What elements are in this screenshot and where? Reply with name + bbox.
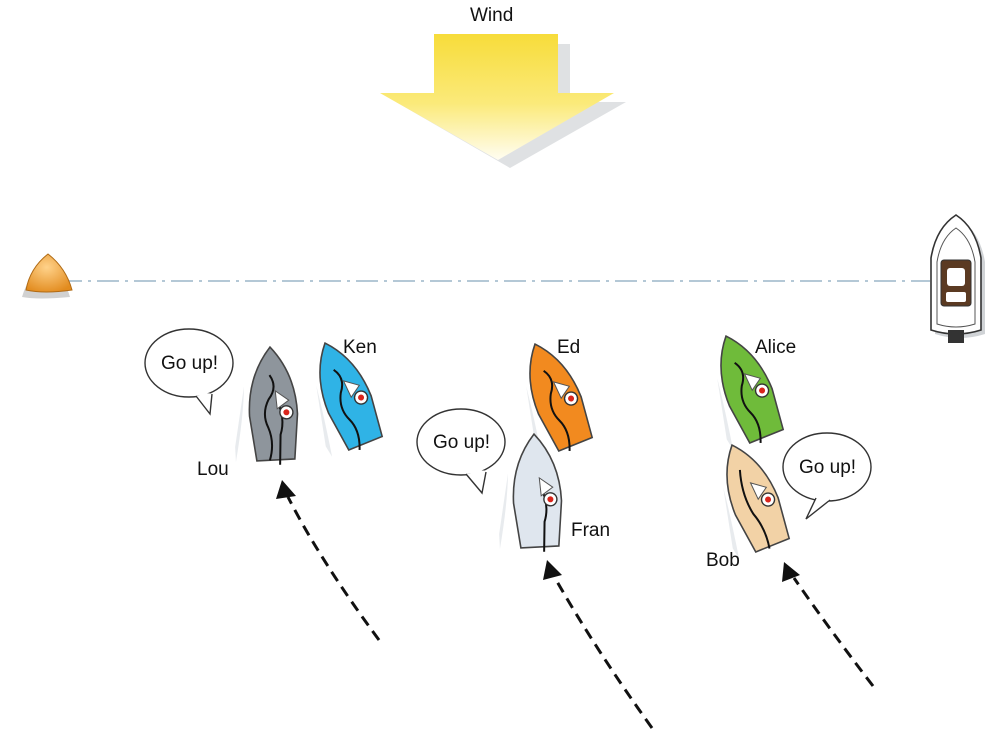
boat-fran [499,432,563,552]
speech-bubble-lou [144,328,234,416]
committee-boat [930,214,985,343]
boat-bob [723,443,791,559]
boat-ed [526,342,594,458]
boat-label-bob: Bob [706,550,740,571]
boat-label-lou: Lou [197,459,229,480]
speech-bubble-fran [416,408,506,495]
pin-end-buoy [22,253,73,299]
boat-ken [316,341,384,457]
speech-bubble-bob [782,432,872,520]
wind-arrow [380,34,626,168]
speech-text-fran: Go up! [433,432,491,453]
boat-lou [235,345,299,465]
boat-alice [717,334,785,450]
boats-layer [235,334,791,559]
boat-label-ed: Ed [557,337,581,358]
approach-arrow-middle [543,560,654,729]
speech-text-bob: Go up! [799,457,857,478]
wind-label: Wind [470,5,514,26]
approach-arrow-left [276,480,381,641]
boat-label-fran: Fran [571,520,611,541]
speech-text-lou: Go up! [161,353,219,374]
boat-label-alice: Alice [755,337,797,358]
boat-label-ken: Ken [343,337,377,358]
approach-arrow-right [782,562,875,687]
